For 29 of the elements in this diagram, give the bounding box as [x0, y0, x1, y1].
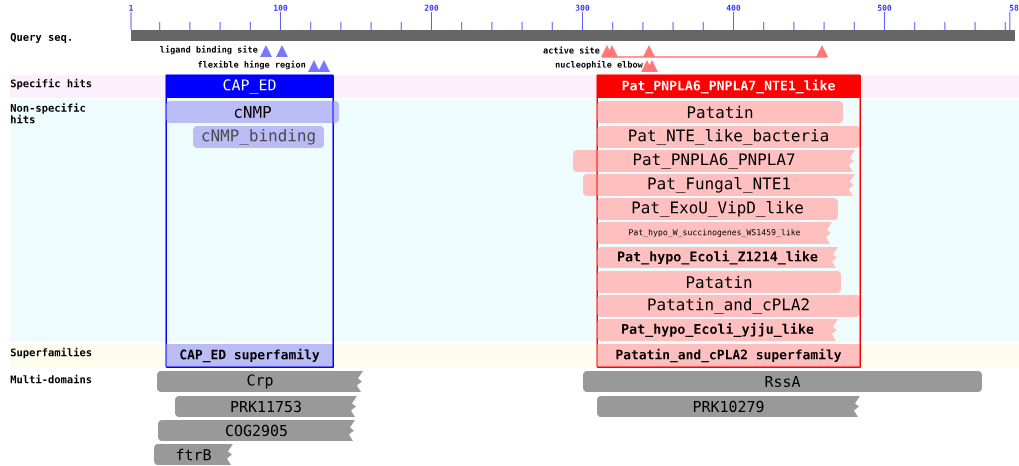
domain-bar: Pat_ExoU_VipD_like	[597, 198, 838, 220]
row-label: Multi-domains	[10, 374, 92, 384]
superfamily-bar: CAP_ED superfamily	[166, 344, 333, 367]
domain-bar: PRK11753	[175, 396, 357, 417]
node-label: Pat_hypo_W_succinogenes_WS1459_like	[629, 228, 801, 238]
domain-bar: COG2905	[158, 420, 355, 441]
node-label: Patatin	[686, 275, 752, 289]
site-label: flexible hinge region	[198, 60, 306, 70]
domain-bar: Patatin	[597, 271, 841, 293]
domain-bar: RssA	[583, 371, 982, 392]
domain-bar: cNMP_binding	[193, 126, 324, 148]
domain-bar: Patatin	[597, 101, 843, 123]
row-label: Specific hits	[10, 78, 92, 90]
node-label: Pat_PNPLA6_PNPLA7	[633, 153, 795, 169]
row-label: Non-specific hits	[10, 103, 85, 124]
node-label: Pat_ExoU_VipD_like	[632, 201, 803, 217]
node-label: Pat_Fungal_NTE1	[648, 177, 790, 193]
domain-bar: ftrB	[154, 444, 233, 465]
node-label: Pat_NTE_like_bacteria	[629, 129, 828, 145]
site-label: active site	[543, 46, 600, 54]
row-label: Query seq.	[10, 33, 71, 43]
superfamily-bar: Patatin_and_cPLA2 superfamily	[597, 344, 860, 367]
row-label: Superfamilies	[10, 347, 92, 359]
domain-bar: Crp	[157, 371, 363, 392]
site-label: nucleophile elbow	[555, 60, 643, 70]
node-label: Patatin_and_cPLA2	[648, 298, 809, 314]
node-label: Pat_hypo_Ecoli_yjju_like	[622, 323, 814, 337]
domain-bar: PRK10279	[597, 396, 860, 417]
site-label: ligand binding site	[160, 45, 258, 55]
